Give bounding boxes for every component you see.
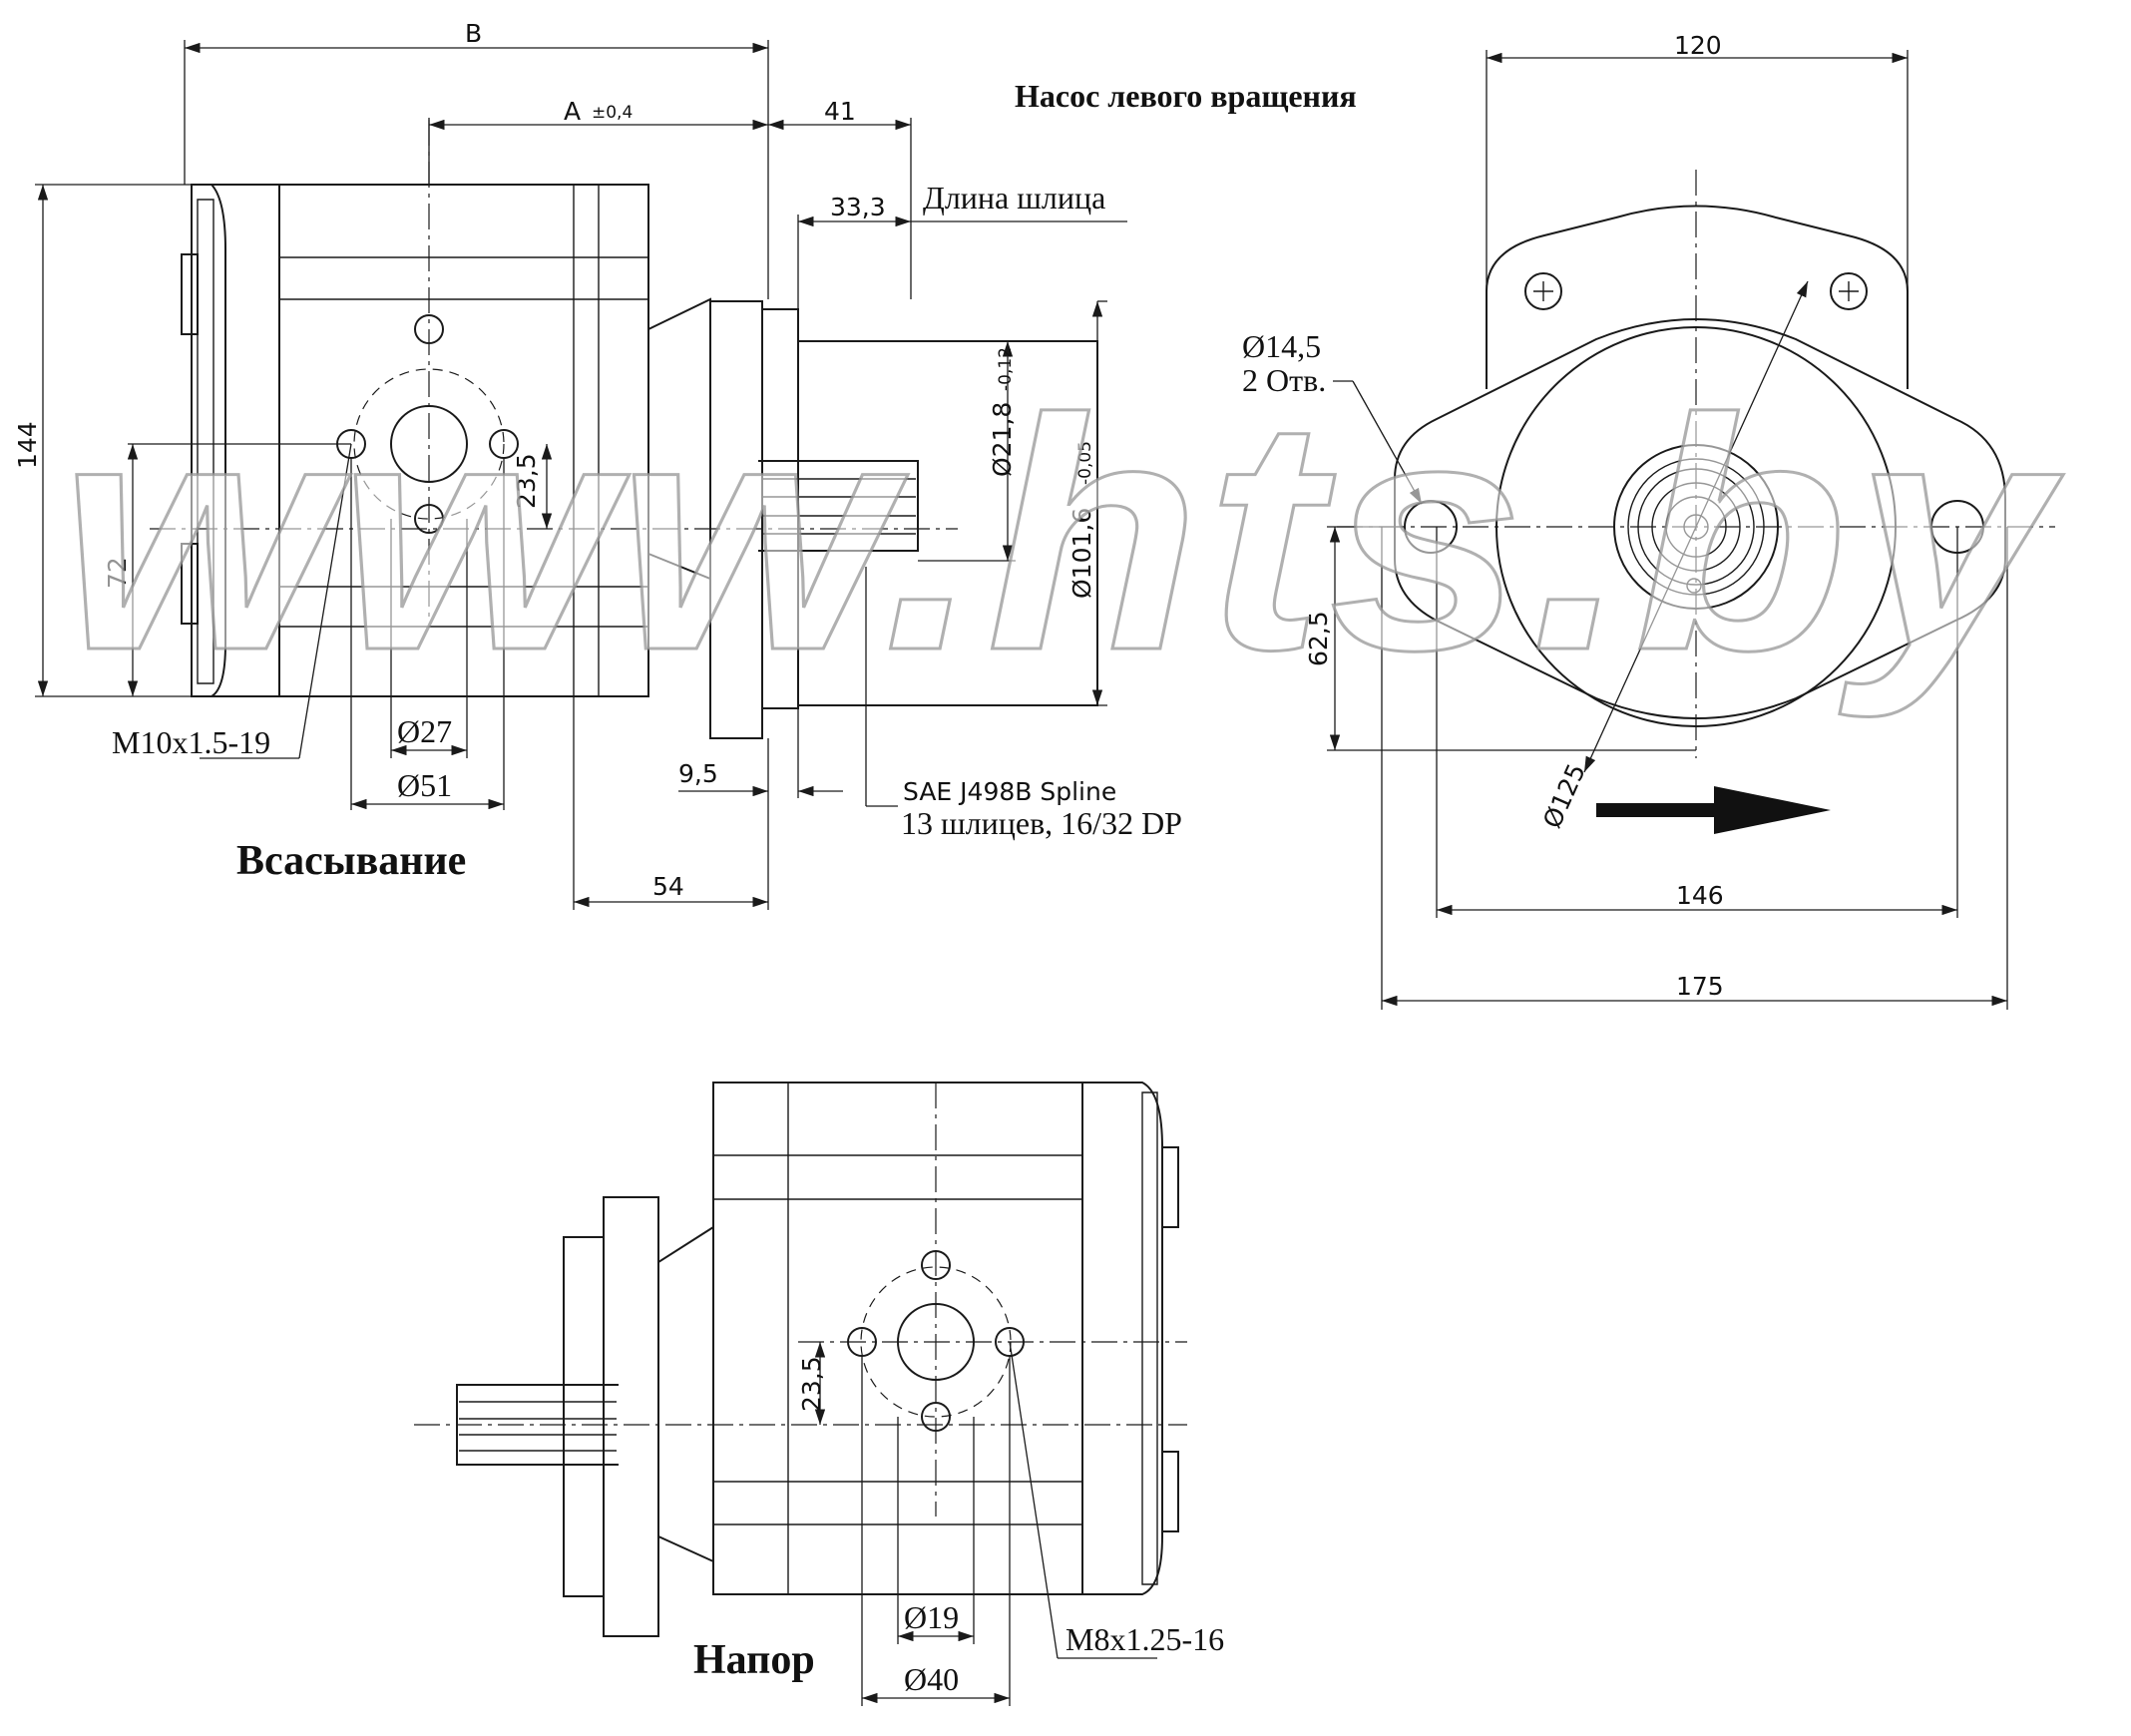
dim-d21-8-label: Ø21,8	[988, 402, 1017, 477]
dim-144-label: 144	[13, 421, 42, 469]
pressure-view-dimensions: 23,5 Ø19 Ø40 M8x1.25-16 Напор	[693, 1341, 1224, 1706]
spline-length-label: Длина шлица	[923, 180, 1105, 216]
side-view-dimensions: B A ±0,4 41 33,3 Длина шлица 144 72 23,5…	[13, 19, 1182, 910]
dim-33-3-label: 33,3	[830, 193, 886, 221]
dim-23-5-label: 23,5	[512, 453, 541, 509]
spline-description-label: 13 шлицев, 16/32 DP	[901, 805, 1182, 841]
dim-d101-6-label: Ø101,6	[1067, 508, 1096, 599]
dim-d27-label: Ø27	[397, 713, 452, 749]
dim-62-5-label: 62,5	[1304, 611, 1333, 666]
dim-120-label: 120	[1674, 31, 1722, 60]
hole-diameter-label: Ø14,5	[1242, 328, 1321, 364]
dim-d101-6-tolerance: -0,05	[1075, 441, 1095, 485]
suction-caption: Всасывание	[236, 838, 466, 884]
pressure-caption: Напор	[693, 1637, 815, 1683]
dim-72-label: 72	[103, 557, 132, 589]
dim-175-label: 175	[1676, 972, 1724, 1001]
watermark-text: www.hts.by	[60, 350, 2067, 720]
dim-d21-8-tolerance: -0,12	[996, 347, 1016, 391]
dim-41-label: 41	[824, 97, 856, 126]
dim-146-label: 146	[1676, 881, 1724, 910]
dim-B-label: B	[465, 19, 482, 48]
pressure-dim-23-5-label: 23,5	[797, 1356, 826, 1412]
dim-9-5-label: 9,5	[678, 759, 718, 788]
rotation-direction-arrow	[1596, 786, 1831, 834]
dim-d125-label: Ø125	[1537, 759, 1591, 832]
dim-A-tolerance: ±0,4	[592, 103, 633, 123]
dim-A-label: A	[564, 97, 581, 126]
hole-count-label: 2 Отв.	[1242, 362, 1326, 398]
dim-d19-label: Ø19	[904, 1599, 959, 1635]
pressure-thread-label: M8x1.25-16	[1066, 1621, 1224, 1657]
dim-d51-label: Ø51	[397, 767, 452, 803]
suction-thread-label: M10x1.5-19	[112, 724, 270, 760]
dim-d40-label: Ø40	[904, 1661, 959, 1697]
spline-standard-label: SAE J498B Spline	[903, 777, 1116, 806]
side-view-pressure	[414, 1082, 1187, 1637]
dim-54-label: 54	[652, 872, 684, 901]
drawing-title: Насос левого вращения	[1015, 78, 1357, 114]
